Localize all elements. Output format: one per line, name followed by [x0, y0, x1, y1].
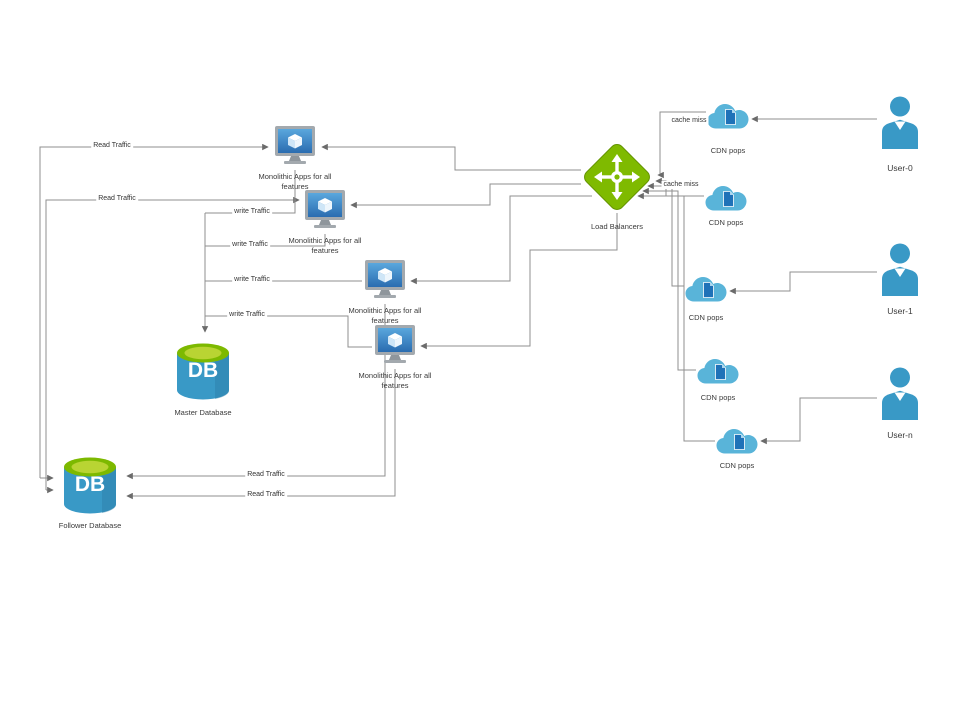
user-icon — [877, 95, 923, 149]
edge-label-cache-miss-2: cache miss — [661, 181, 701, 190]
edge-write-app4 — [205, 315, 372, 348]
cdn-node-4-label: CDN pops — [700, 393, 736, 402]
app-node-3-label: Monolithic Apps for all features — [348, 306, 422, 325]
edge-label-cache-miss-1: cache miss — [669, 117, 709, 126]
follower-database-node: DB — [57, 452, 123, 520]
monolithic-app-icon — [372, 325, 418, 367]
edge-usern-to-cdn5 — [760, 397, 877, 445]
user-icon — [877, 242, 923, 296]
load-balancer-label: Load Balancers — [590, 222, 644, 231]
cdn-node-2-label: CDN pops — [708, 218, 744, 227]
user-node-0 — [877, 95, 923, 149]
edge-lb-to-app3 — [410, 195, 592, 285]
edge-cdn5-to-lb — [637, 192, 715, 442]
load-balancer-node — [581, 141, 653, 213]
edge-cdn4-to-lb — [642, 187, 696, 371]
cdn-node-4 — [696, 356, 740, 388]
cdn-node-1 — [706, 101, 750, 133]
app-node-2-label: Monolithic Apps for all features — [288, 236, 362, 255]
app-node-4 — [372, 325, 418, 367]
cdn-node-3 — [684, 274, 728, 306]
edge-label-read-traffic-2: Read Traffic — [96, 195, 138, 204]
cdn-pops-icon — [706, 101, 750, 133]
edge-cdn3-to-lb — [647, 182, 684, 287]
cdn-pops-icon — [684, 274, 728, 306]
edge-label-read-traffic-3: Read Traffic — [245, 471, 287, 480]
edge-label-write-traffic-4: write Traffic — [227, 311, 267, 320]
edge-read-app4-to-follower — [126, 369, 396, 500]
app-node-1-label: Monolithic Apps for all features — [258, 172, 332, 191]
edge-read-follower-to-app2 — [45, 196, 300, 490]
edge-label-write-traffic-1: write Traffic — [232, 208, 272, 217]
user-node-1 — [877, 242, 923, 296]
monolithic-app-icon — [302, 190, 348, 232]
cdn-node-5-label: CDN pops — [719, 461, 755, 470]
app-node-1 — [272, 126, 318, 168]
follower-database-text: DB — [74, 473, 106, 496]
load-balancer-icon — [581, 141, 653, 213]
edge-read-app3-to-follower — [126, 304, 386, 480]
monolithic-app-icon — [362, 260, 408, 302]
user-node-1-label: User-1 — [887, 306, 913, 316]
cdn-pops-icon — [704, 183, 748, 215]
master-database-node: DB — [170, 338, 236, 406]
cdn-pops-icon — [696, 356, 740, 388]
follower-database-label: Follower Database — [58, 521, 122, 530]
user-node-0-label: User-0 — [887, 163, 913, 173]
cdn-node-5 — [715, 426, 759, 458]
edge-cdn1-to-lb — [657, 111, 706, 179]
cdn-pops-icon — [715, 426, 759, 458]
edge-lb-to-app2 — [350, 183, 581, 209]
app-node-3 — [362, 260, 408, 302]
edge-label-read-traffic-1: Read Traffic — [91, 142, 133, 151]
user-node-n-label: User-n — [887, 430, 913, 440]
edge-lb-to-app1 — [321, 143, 581, 171]
master-database-label: Master Database — [174, 408, 232, 417]
monolithic-app-icon — [272, 126, 318, 168]
app-node-4-label: Monolithic Apps for all features — [358, 371, 432, 390]
cdn-node-3-label: CDN pops — [688, 313, 724, 322]
edge-label-write-traffic-2: write Traffic — [230, 241, 270, 250]
cdn-node-1-label: CDN pops — [710, 146, 746, 155]
user-node-n — [877, 366, 923, 420]
edge-read-follower-to-app1 — [39, 143, 269, 478]
edge-lb-to-app4 — [420, 213, 618, 350]
master-database-text: DB — [187, 359, 219, 382]
cdn-node-2 — [704, 183, 748, 215]
edge-label-read-traffic-4: Read Traffic — [245, 491, 287, 500]
app-node-2 — [302, 190, 348, 232]
edge-label-write-traffic-3: write Traffic — [232, 276, 272, 285]
user-icon — [877, 366, 923, 420]
edge-user1-to-cdn3 — [729, 271, 877, 295]
